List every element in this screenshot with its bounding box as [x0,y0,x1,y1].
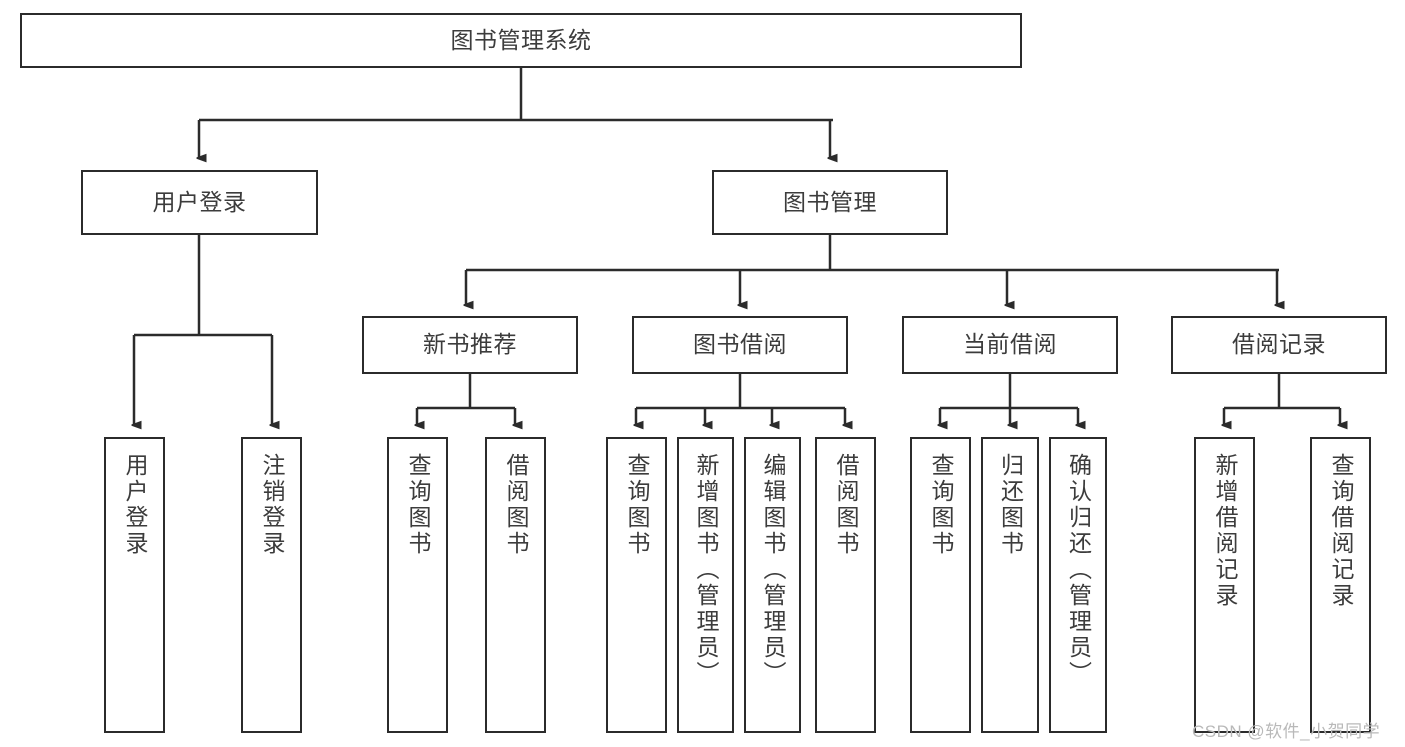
node-label: 当前借阅 [963,331,1057,358]
node-root-system[interactable]: 图书管理系统 [20,13,1022,68]
node-label: 确认归还（管理员） [1065,453,1092,687]
leaf-borrow-borrow-book[interactable]: 借阅图书 [815,437,876,733]
node-label: 编辑图书（管理员） [760,453,786,687]
node-label: 查询借阅记录 [1328,453,1354,609]
node-borrow-record[interactable]: 借阅记录 [1171,316,1387,374]
node-current-borrow[interactable]: 当前借阅 [902,316,1118,374]
node-label: 查询图书 [928,453,954,557]
node-label: 归还图书 [997,453,1024,557]
leaf-record-add-borrow-record[interactable]: 新增借阅记录 [1194,437,1255,733]
node-label: 借阅记录 [1232,331,1326,358]
watermark: CSDN @软件_小贺同学 [1192,722,1381,741]
node-label: 查询图书 [624,453,650,557]
node-label: 图书管理 [783,188,877,215]
node-label: 借阅图书 [503,453,529,557]
leaf-borrow-add-book-admin[interactable]: 新增图书（管理员） [677,437,734,733]
node-new-book-recommend[interactable]: 新书推荐 [362,316,578,374]
node-label: 注销登录 [259,453,285,557]
node-user-login[interactable]: 用户登录 [81,170,318,235]
node-book-management[interactable]: 图书管理 [712,170,948,235]
node-label: 借阅图书 [833,453,859,557]
node-label: 图书借阅 [693,331,787,358]
leaf-user-logout[interactable]: 注销登录 [241,437,302,733]
leaf-current-return-book[interactable]: 归还图书 [981,437,1039,733]
leaf-user-login[interactable]: 用户登录 [104,437,165,733]
node-label: 用户登录 [152,188,247,215]
leaf-borrow-edit-book-admin[interactable]: 编辑图书（管理员） [744,437,801,733]
node-book-borrow[interactable]: 图书借阅 [632,316,848,374]
leaf-current-confirm-return-admin[interactable]: 确认归还（管理员） [1049,437,1107,733]
node-label: 新增借阅记录 [1212,453,1238,609]
node-label: 新书推荐 [423,331,517,358]
node-label: 新增图书（管理员） [693,453,719,687]
leaf-record-query-borrow-record[interactable]: 查询借阅记录 [1310,437,1371,733]
node-label: 用户登录 [122,453,148,557]
node-label: 查询图书 [405,453,431,557]
leaf-current-query-book[interactable]: 查询图书 [910,437,971,733]
leaf-recommend-query-book[interactable]: 查询图书 [387,437,448,733]
node-label: 图书管理系统 [450,26,592,53]
leaf-borrow-query-book[interactable]: 查询图书 [606,437,667,733]
leaf-recommend-borrow-book[interactable]: 借阅图书 [485,437,546,733]
